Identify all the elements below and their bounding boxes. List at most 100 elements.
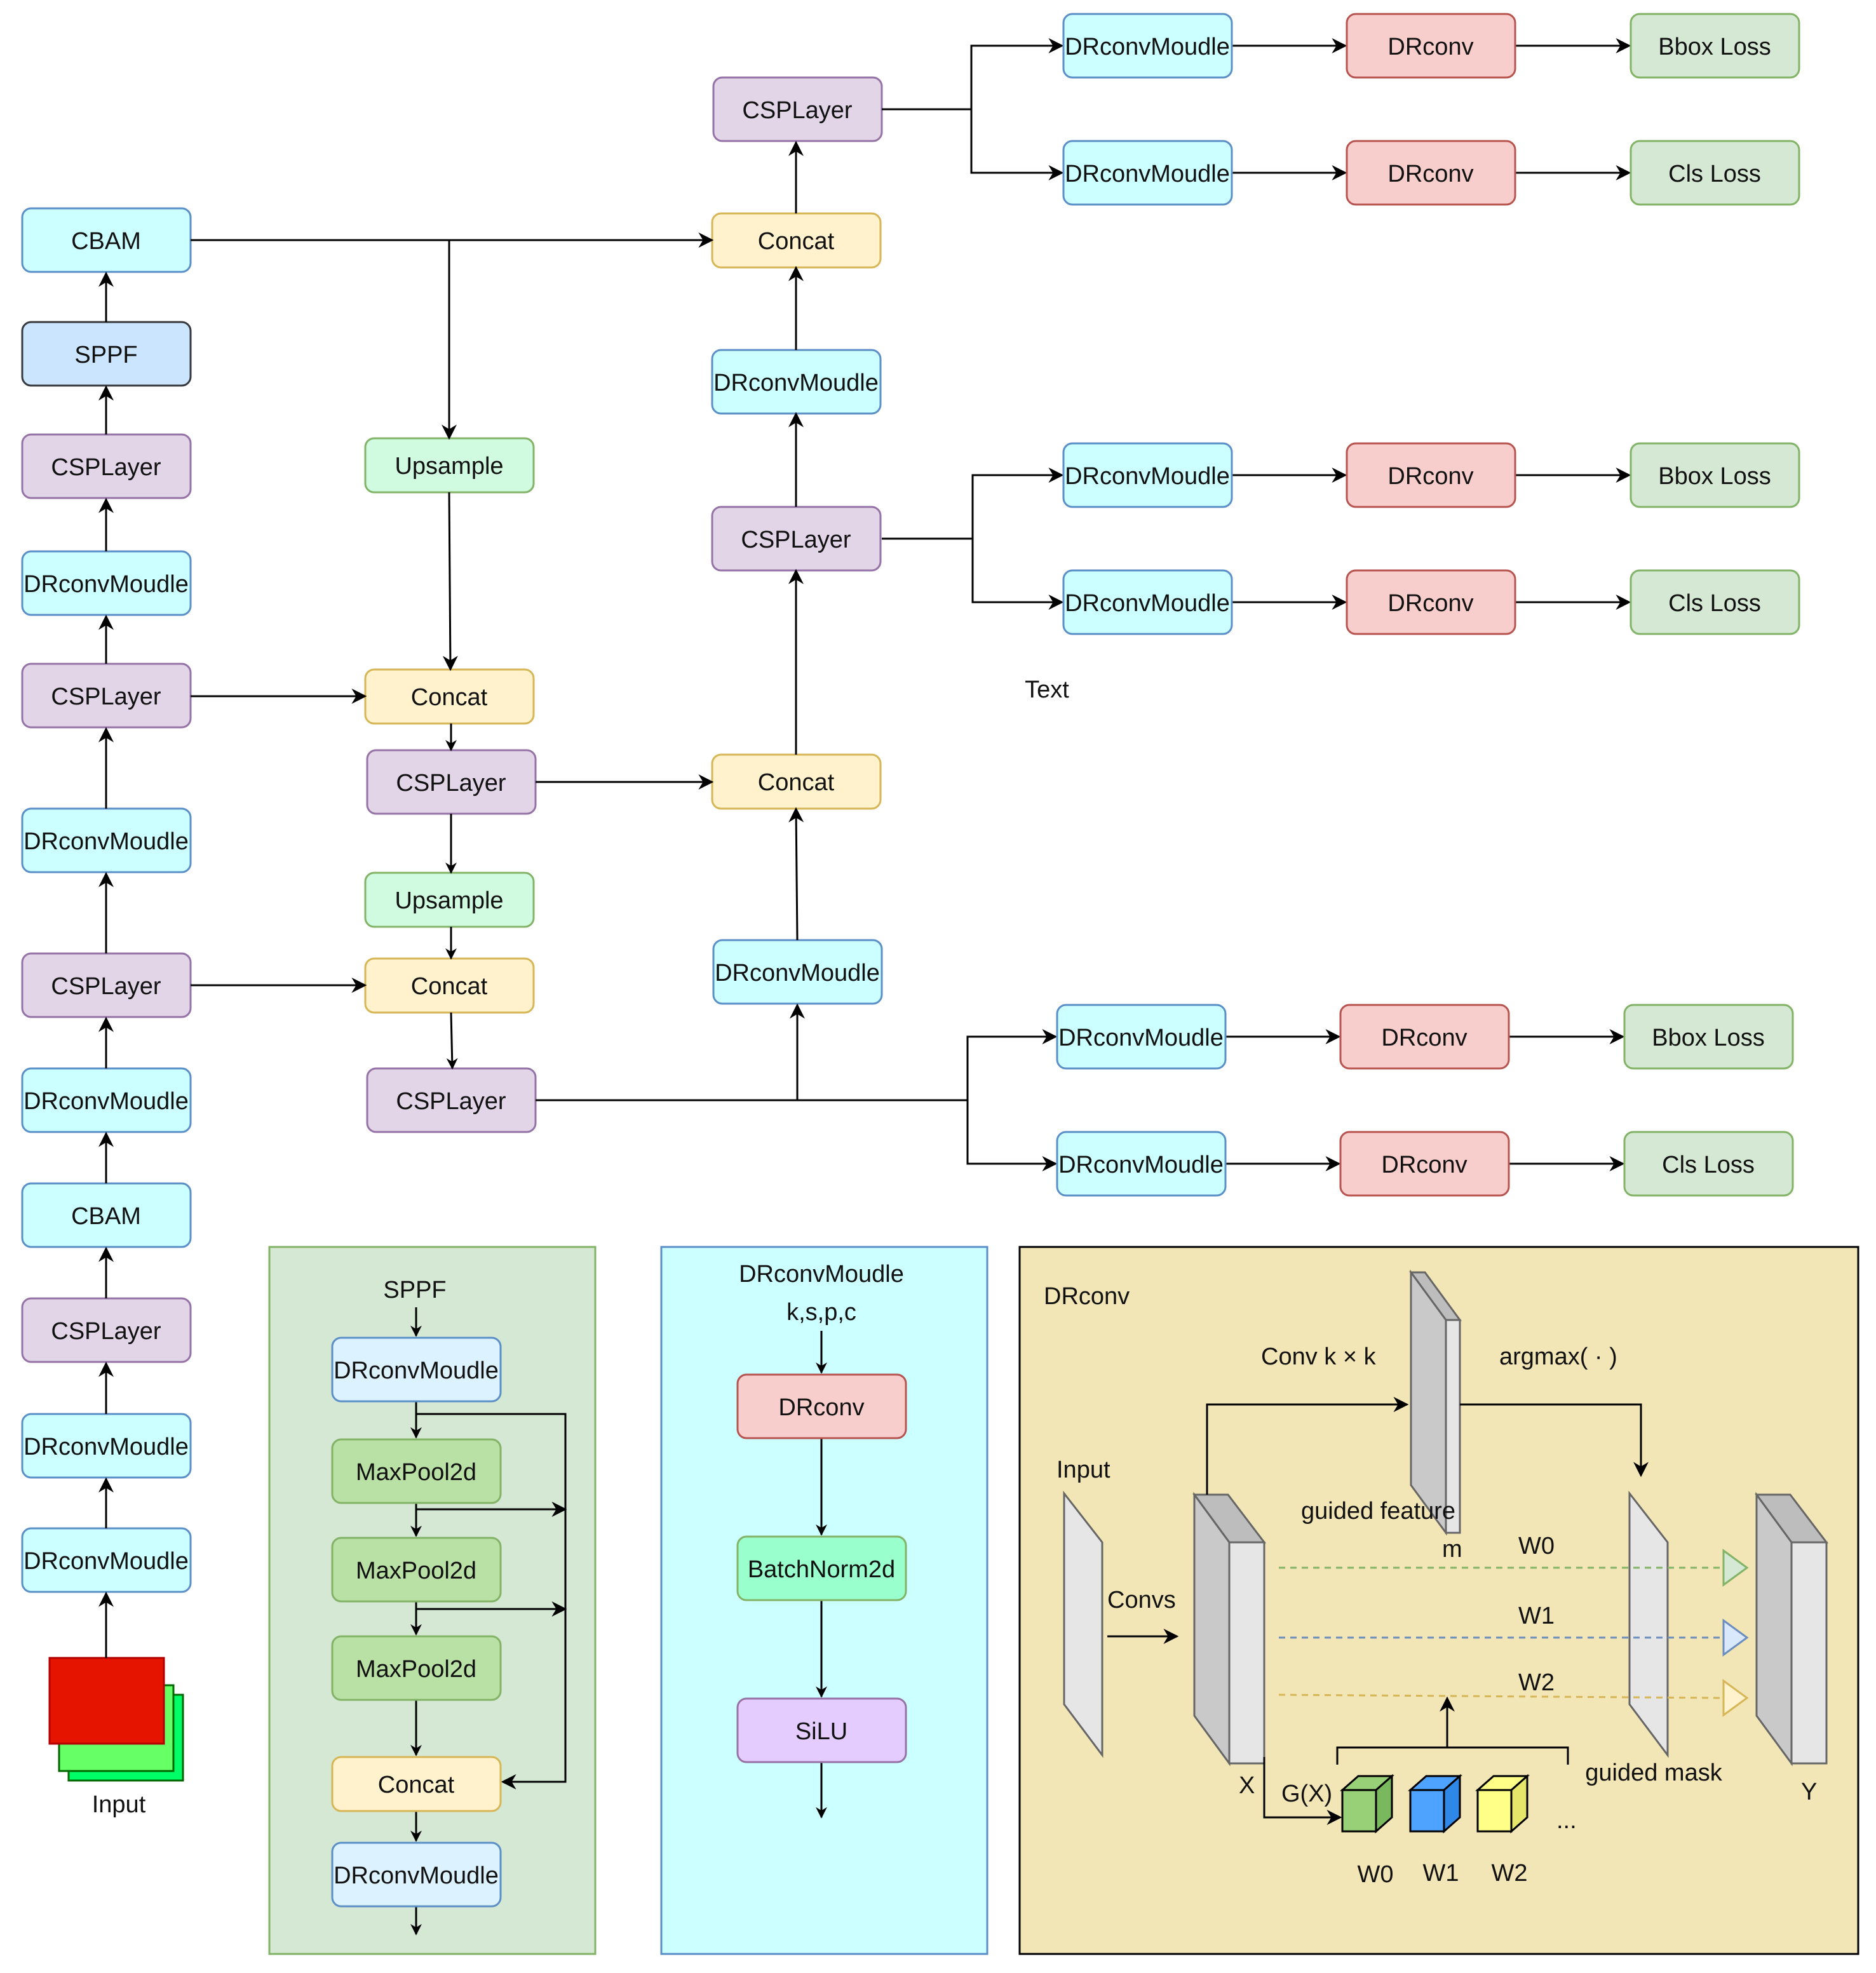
- svg-text:Cls Loss: Cls Loss: [1668, 590, 1761, 617]
- drconv-x-block: [1192, 1492, 1267, 1767]
- svg-text:DRconvMoudle: DRconvMoudle: [713, 370, 879, 396]
- head-1-cls-loss[interactable]: Cls Loss: [1630, 140, 1800, 206]
- neck-concat-1[interactable]: Concat: [364, 668, 535, 725]
- svg-text:DRconvMoudle: DRconvMoudle: [715, 960, 880, 986]
- drconv-guided-mask-label: guided mask: [1585, 1760, 1722, 1786]
- svg-text:DRconv: DRconv: [1387, 34, 1473, 60]
- neck-upsample-1[interactable]: Upsample: [364, 437, 535, 494]
- head-2-cls-loss[interactable]: Cls Loss: [1630, 569, 1800, 635]
- pan-concat-2[interactable]: Concat: [711, 212, 882, 269]
- svg-text:DRconvMoudle: DRconvMoudle: [1065, 34, 1230, 60]
- svg-text:Concat: Concat: [411, 684, 488, 711]
- pan-drconv-1[interactable]: DRconvMoudle: [712, 939, 883, 1005]
- backbone-node-12[interactable]: CBAM: [21, 207, 192, 273]
- svg-text:DRconv: DRconv: [1387, 590, 1473, 617]
- backbone-node-9[interactable]: DRconvMoudle: [21, 550, 192, 616]
- svg-text:MaxPool2d: MaxPool2d: [356, 1459, 476, 1486]
- svg-text:SiLU: SiLU: [795, 1718, 847, 1745]
- pan-concat-1[interactable]: Concat: [711, 753, 882, 810]
- cube-ellipsis: ...: [1556, 1807, 1577, 1834]
- drconv-w0-label: W0: [1518, 1533, 1555, 1559]
- head-2-bbox-loss[interactable]: Bbox Loss: [1630, 442, 1800, 508]
- drconv-input-label: Input: [1056, 1457, 1110, 1483]
- head-2-drconvmoudle-cls[interactable]: DRconvMoudle: [1062, 569, 1233, 635]
- head-3-cls-loss[interactable]: Cls Loss: [1623, 1131, 1794, 1197]
- head-2-drconv-cls[interactable]: DRconv: [1346, 569, 1516, 635]
- head-1-drconv-bbox[interactable]: DRconv: [1346, 13, 1516, 79]
- svg-text:DRconv: DRconv: [1387, 161, 1473, 187]
- svg-text:DRconvMoudle: DRconvMoudle: [334, 1357, 499, 1384]
- sppf-node-maxpool-1[interactable]: MaxPool2d: [331, 1438, 502, 1504]
- head-1: DRconvMoudle DRconv Bbox Loss DRconvMoud…: [882, 13, 1800, 206]
- head-1-drconv-cls[interactable]: DRconv: [1346, 140, 1516, 206]
- svg-text:DRconvMoudle: DRconvMoudle: [24, 1548, 189, 1575]
- argmax-arrow: [1460, 1403, 1649, 1478]
- sppf-node-drconvmoudle-in[interactable]: DRconvMoudle: [331, 1337, 502, 1403]
- drconv-guided-feature-block: [1409, 1269, 1462, 1536]
- backbone-node-3[interactable]: CSPLayer: [21, 1297, 192, 1363]
- backbone-node-6[interactable]: CSPLayer: [21, 952, 192, 1018]
- drconvmoudle-node-batchnorm[interactable]: BatchNorm2d: [736, 1535, 907, 1601]
- head-3-drconv-bbox[interactable]: DRconv: [1339, 1004, 1510, 1070]
- backbone-node-5[interactable]: DRconvMoudle: [21, 1067, 192, 1133]
- backbone-node-7[interactable]: DRconvMoudle: [21, 807, 192, 873]
- head-3-bbox-loss[interactable]: Bbox Loss: [1623, 1004, 1794, 1070]
- sppf-node-drconvmoudle-out[interactable]: DRconvMoudle: [331, 1842, 502, 1908]
- head-1-drconvmoudle-bbox[interactable]: DRconvMoudle: [1062, 13, 1233, 79]
- backbone-node-4[interactable]: CBAM: [21, 1182, 192, 1248]
- svg-text:DRconvMoudle: DRconvMoudle: [1058, 1152, 1224, 1178]
- svg-text:DRconv: DRconv: [1381, 1152, 1467, 1178]
- drconvmoudle-node-drconv[interactable]: DRconv: [736, 1373, 907, 1439]
- backbone-node-11[interactable]: SPPF: [21, 321, 192, 387]
- backbone-node-1[interactable]: DRconvMoudle: [21, 1527, 192, 1593]
- head-3-drconvmoudle-bbox[interactable]: DRconvMoudle: [1056, 1004, 1227, 1070]
- pan-drconv-2[interactable]: DRconvMoudle: [711, 349, 882, 415]
- backbone-node-10[interactable]: CSPLayer: [21, 433, 192, 499]
- svg-text:CSPLayer: CSPLayer: [396, 1088, 506, 1115]
- svg-text:CSPLayer: CSPLayer: [51, 683, 161, 710]
- drconv-argmax-label: argmax( · ): [1499, 1343, 1617, 1370]
- sppf-node-maxpool-3[interactable]: MaxPool2d: [331, 1635, 502, 1701]
- input-label: Input: [92, 1791, 146, 1818]
- neck-concat-2[interactable]: Concat: [364, 957, 535, 1014]
- svg-text:Bbox Loss: Bbox Loss: [1652, 1025, 1764, 1051]
- svg-text:Cls Loss: Cls Loss: [1668, 161, 1761, 187]
- drconv-guided-mask-plane: [1628, 1490, 1669, 1758]
- drconv-x-label: X: [1239, 1772, 1255, 1799]
- svg-text:Upsample: Upsample: [395, 453, 503, 480]
- svg-text:Cls Loss: Cls Loss: [1662, 1152, 1755, 1178]
- svg-text:DRconvMoudle: DRconvMoudle: [1065, 590, 1230, 617]
- head-3-drconvmoudle-cls[interactable]: DRconvMoudle: [1056, 1131, 1227, 1197]
- drconv-panel: DRconv Input Convs X Conv k × k guided f…: [1018, 1246, 1859, 1955]
- sppf-arrows: [410, 1307, 567, 1936]
- head-3-drconv-cls[interactable]: DRconv: [1339, 1131, 1510, 1197]
- head-1-drconvmoudle-cls[interactable]: DRconvMoudle: [1062, 140, 1233, 206]
- head-2-drconvmoudle-bbox[interactable]: DRconvMoudle: [1062, 442, 1233, 508]
- svg-text:CBAM: CBAM: [71, 228, 141, 255]
- head-1-bbox-loss[interactable]: Bbox Loss: [1630, 13, 1800, 79]
- input-layer-front: [48, 1657, 165, 1745]
- pan-csplayer-1[interactable]: CSPLayer: [711, 506, 882, 572]
- svg-text:DRconv: DRconv: [778, 1394, 864, 1421]
- drconv-m-label: m: [1442, 1536, 1462, 1563]
- head-2-drconv-bbox[interactable]: DRconv: [1346, 442, 1516, 508]
- neck-upsample-2[interactable]: Upsample: [364, 872, 535, 928]
- svg-text:DRconv: DRconv: [1381, 1025, 1467, 1051]
- neck-csplayer-1[interactable]: CSPLayer: [366, 749, 537, 815]
- connections: [191, 140, 968, 1101]
- cube-w1: [1408, 1774, 1462, 1834]
- backbone-node-8[interactable]: CSPLayer: [21, 663, 192, 729]
- svg-text:Upsample: Upsample: [395, 887, 503, 914]
- neck-csplayer-2[interactable]: CSPLayer: [366, 1067, 537, 1133]
- drconv-convs-label: Convs: [1107, 1587, 1176, 1613]
- sppf-node-concat[interactable]: Concat: [331, 1756, 502, 1812]
- sppf-node-maxpool-2[interactable]: MaxPool2d: [331, 1537, 502, 1603]
- svg-text:DRconv: DRconv: [1387, 463, 1473, 490]
- backbone-node-2[interactable]: DRconvMoudle: [21, 1413, 192, 1479]
- svg-text:DRconvMoudle: DRconvMoudle: [1065, 161, 1230, 187]
- svg-text:Bbox Loss: Bbox Loss: [1658, 34, 1771, 60]
- cube-w2: [1475, 1774, 1530, 1834]
- drconvmoudle-node-silu[interactable]: SiLU: [736, 1697, 907, 1763]
- pan-csplayer-2[interactable]: CSPLayer: [712, 76, 883, 142]
